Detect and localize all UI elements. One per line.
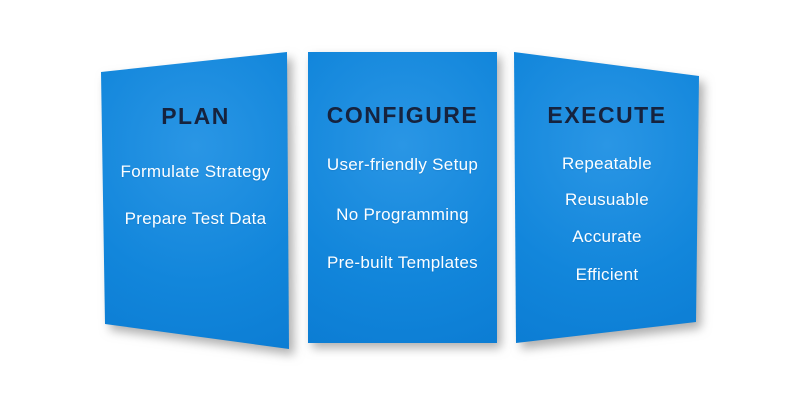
panel-execute-item-reusuable: Reusuable xyxy=(565,190,649,209)
panel-execute: EXECUTE Repeatable Reusuable Accurate Ef… xyxy=(514,52,700,343)
panel-execute-item-accurate: Accurate xyxy=(572,227,642,246)
panel-configure-item-no-programming: No Programming xyxy=(336,205,469,224)
panel-plan: PLAN Formulate Strategy Prepare Test Dat… xyxy=(101,50,290,350)
panel-configure-item-pre-built-templates: Pre-built Templates xyxy=(327,253,478,272)
panel-configure: CONFIGURE User-friendly Setup No Program… xyxy=(308,52,497,343)
panel-plan-item-prepare-test-data: Prepare Test Data xyxy=(124,209,267,228)
panel-execute-item-efficient: Efficient xyxy=(575,265,639,284)
panel-execute-surface: EXECUTE Repeatable Reusuable Accurate Ef… xyxy=(514,52,699,343)
panel-plan-item-formulate-strategy: Formulate Strategy xyxy=(120,162,271,181)
panel-execute-item-repeatable: Repeatable xyxy=(562,154,652,173)
panel-execute-title: EXECUTE xyxy=(547,102,667,128)
panel-plan-title: PLAN xyxy=(161,103,230,129)
panel-configure-item-user-friendly-setup: User-friendly Setup xyxy=(326,155,479,174)
panel-configure-surface: CONFIGURE User-friendly Setup No Program… xyxy=(308,52,497,343)
panel-configure-title: CONFIGURE xyxy=(326,102,479,128)
panel-plan-surface: PLAN Formulate Strategy Prepare Test Dat… xyxy=(101,52,289,349)
